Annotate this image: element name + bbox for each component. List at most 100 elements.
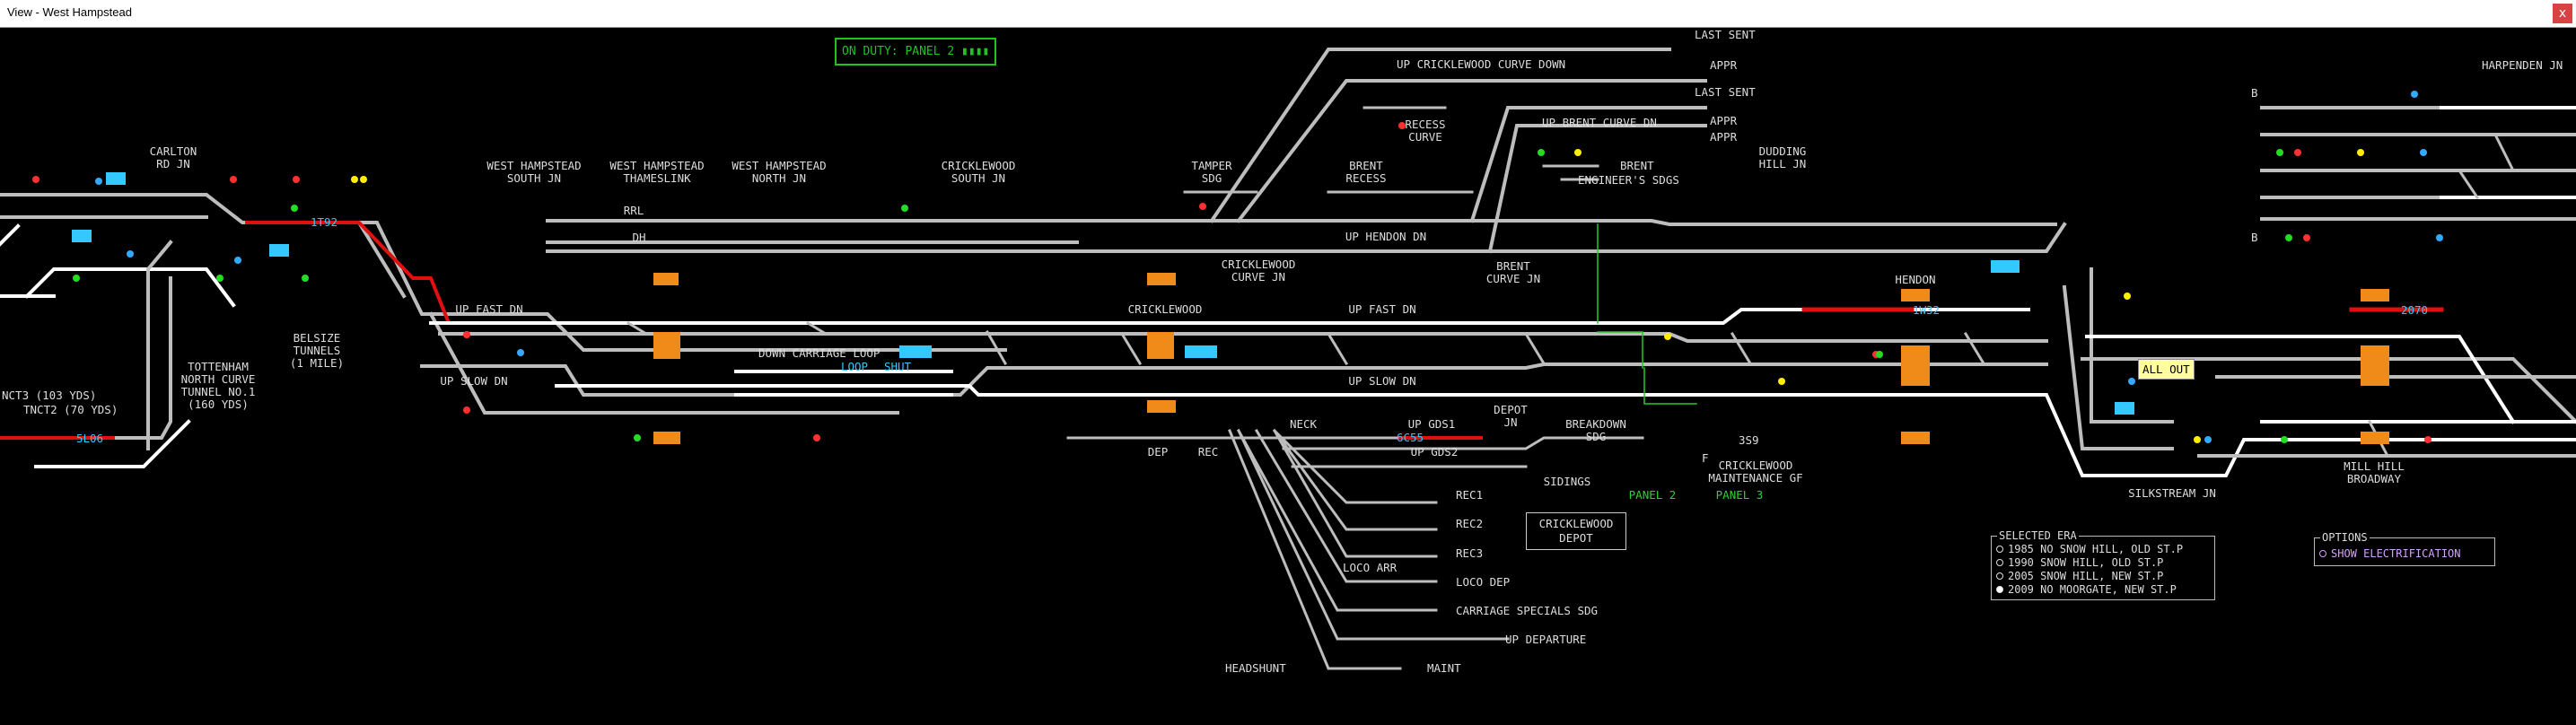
berth-1w32[interactable]: 1W32 <box>1912 303 1941 317</box>
signal-red[interactable] <box>293 176 300 183</box>
down-carriage-loop <box>734 370 953 397</box>
signal-red[interactable] <box>463 331 470 338</box>
label-last-sent: LAST SENT <box>1695 85 1756 99</box>
depot-label: CRICKLEWOOD DEPOT <box>1538 517 1614 545</box>
signal-blue[interactable] <box>127 250 134 258</box>
radio-icon[interactable] <box>2319 549 2326 557</box>
radio-icon[interactable] <box>1996 572 2003 580</box>
signal-yellow[interactable] <box>2124 293 2131 300</box>
berth-block[interactable] <box>1147 332 1174 359</box>
signal-red[interactable] <box>1199 203 1206 210</box>
berth-block[interactable] <box>1901 432 1930 444</box>
signal-yellow[interactable] <box>2194 436 2201 443</box>
berth-block[interactable] <box>1901 345 1930 386</box>
radio-icon[interactable] <box>1996 545 2003 553</box>
signal-blue[interactable] <box>95 178 102 185</box>
berth-block[interactable] <box>1147 273 1176 285</box>
era-option-label: 1985 NO SNOW HILL, OLD ST.P <box>2008 542 2184 555</box>
signal-blue[interactable] <box>2128 378 2135 385</box>
signal-red[interactable] <box>1398 122 1406 129</box>
berth-block[interactable] <box>653 432 680 444</box>
cyan-block[interactable] <box>1991 260 2020 273</box>
label-rec3: REC3 <box>1456 546 1484 560</box>
berth-block[interactable] <box>653 273 679 285</box>
signal-green[interactable] <box>901 205 908 212</box>
signal-green[interactable] <box>634 434 641 441</box>
era-option[interactable]: 1985 NO SNOW HILL, OLD ST.P <box>1996 542 2210 555</box>
cyan-block[interactable] <box>2115 402 2134 415</box>
signal-red[interactable] <box>463 406 470 414</box>
signal-red[interactable] <box>2424 436 2431 443</box>
signal-blue[interactable] <box>2436 234 2443 241</box>
label-wh-thameslink: WEST HAMPSTEAD THAMESLINK <box>609 159 705 185</box>
berth-block[interactable] <box>2361 289 2389 301</box>
cricklewood-line <box>546 219 2067 253</box>
berth-block[interactable] <box>653 332 680 359</box>
berth-block[interactable] <box>1901 289 1930 301</box>
berth-1t92[interactable]: 1T92 <box>310 215 338 229</box>
cyan-block[interactable] <box>1185 345 1217 358</box>
signal-blue[interactable] <box>2204 436 2212 443</box>
label-appr: APPR <box>1710 58 1738 72</box>
era-option[interactable]: 2009 NO MOORGATE, NEW ST.P <box>1996 582 2210 596</box>
options-panel: OPTIONS SHOW ELECTRIFICATION <box>2314 531 2495 566</box>
signal-green[interactable] <box>291 205 298 212</box>
signal-green[interactable] <box>302 275 309 282</box>
cyan-block[interactable] <box>106 172 126 185</box>
signal-yellow[interactable] <box>351 176 358 183</box>
signal-green[interactable] <box>2276 149 2283 156</box>
label-dh: DH <box>632 231 646 244</box>
signal-green[interactable] <box>2281 436 2288 443</box>
signal-yellow[interactable] <box>1778 378 1785 385</box>
era-option[interactable]: 2005 SNOW HILL, NEW ST.P <box>1996 569 2210 582</box>
signal-red[interactable] <box>813 434 820 441</box>
signal-red[interactable] <box>32 176 39 183</box>
cyan-block[interactable] <box>72 230 92 242</box>
close-button[interactable]: x <box>2553 4 2572 23</box>
label-panel2[interactable]: PANEL 2 <box>1628 488 1677 502</box>
signal-red[interactable] <box>2303 234 2310 241</box>
signal-blue[interactable] <box>517 349 524 356</box>
brent-sdg-line <box>1542 164 1599 181</box>
signal-red[interactable] <box>2294 149 2301 156</box>
label-crick-maint: CRICKLEWOOD MAINTENANCE GF <box>1708 459 1803 485</box>
cyan-block[interactable] <box>899 345 932 358</box>
label-carriage-specials: CARRIAGE SPECIALS SDG <box>1456 604 1599 617</box>
signal-green[interactable] <box>1538 149 1545 156</box>
label-rec2: REC2 <box>1456 517 1484 530</box>
depot-line <box>1066 428 1510 670</box>
signal-red[interactable] <box>230 176 237 183</box>
label-down-carriage-loop: DOWN CARRIAGE LOOP <box>758 346 881 360</box>
show-electrification-toggle[interactable]: SHOW ELECTRIFICATION <box>2319 546 2490 560</box>
cyan-block[interactable] <box>269 244 289 257</box>
signal-yellow[interactable] <box>1664 333 1671 340</box>
signal-yellow[interactable] <box>2357 149 2364 156</box>
signal-yellow[interactable] <box>360 176 367 183</box>
label-up-hendon: UP HENDON DN <box>1345 230 1427 243</box>
signal-blue[interactable] <box>234 257 241 264</box>
signal-green[interactable] <box>73 275 80 282</box>
berth-block[interactable] <box>2361 432 2389 444</box>
label-nct2: TNCT2 (70 YDS) <box>23 403 118 416</box>
berth-2070[interactable]: 2070 <box>2400 303 2429 317</box>
berth-5l06[interactable]: 5L06 <box>75 432 104 445</box>
all-out-button[interactable]: ALL OUT <box>2138 359 2195 380</box>
cricklewood-curve-line <box>1209 48 1707 254</box>
signal-blue[interactable] <box>2411 91 2418 98</box>
berth-block[interactable] <box>1147 400 1176 413</box>
signal-green[interactable] <box>1876 351 1883 358</box>
label-panel3[interactable]: PANEL 3 <box>1715 488 1764 502</box>
radio-icon[interactable] <box>1996 558 2003 566</box>
radio-icon[interactable] <box>1996 585 2003 593</box>
berth-6c55[interactable]: 6C55 <box>1396 431 1424 444</box>
signal-yellow[interactable] <box>1574 149 1582 156</box>
label-wh-south: WEST HAMPSTEAD SOUTH JN <box>486 159 582 185</box>
label-rrl: RRL <box>623 204 644 217</box>
signal-blue[interactable] <box>2420 149 2427 156</box>
berth-block[interactable] <box>2361 345 2389 386</box>
label-carlton: CARLTON RD JN <box>149 144 197 170</box>
signal-green[interactable] <box>2285 234 2292 241</box>
signal-green[interactable] <box>216 275 223 282</box>
up-slow-set <box>555 384 2576 477</box>
era-option[interactable]: 1990 SNOW HILL, OLD ST.P <box>1996 555 2210 569</box>
